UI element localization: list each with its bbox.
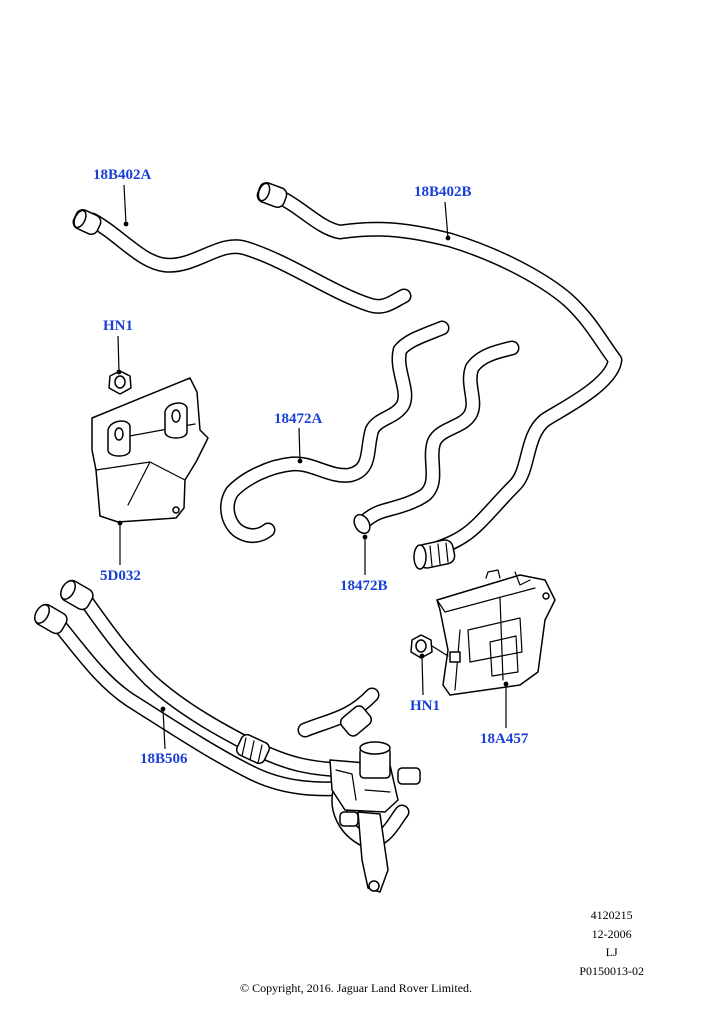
callout-HN1-bottom[interactable]: HN1	[410, 698, 440, 714]
hose-18472B[interactable]	[351, 340, 520, 536]
hose-18B402A[interactable]	[71, 207, 412, 314]
heat-shield-5D032[interactable]	[91, 377, 209, 523]
callout-HN1-top[interactable]: HN1	[103, 318, 133, 334]
callout-18B506[interactable]: 18B506	[140, 751, 188, 767]
hose-18B402B[interactable]	[255, 181, 623, 570]
reference-initials: LJ	[605, 945, 618, 959]
callout-18A457[interactable]: 18A457	[480, 731, 529, 747]
callout-18B402B[interactable]: 18B402B	[414, 184, 472, 200]
leader-lines	[116, 184, 509, 750]
bracket-18A457[interactable]	[436, 569, 556, 696]
nut-HN1-bottom[interactable]	[410, 634, 449, 659]
callout-18472B[interactable]: 18472B	[340, 578, 388, 594]
plate-id: P0150013-02	[579, 963, 644, 978]
reference-date: 12-2006	[591, 926, 632, 941]
hose-assembly-18B506[interactable]	[32, 578, 421, 893]
reference-number: 4120215	[590, 908, 633, 922]
nut-HN1-top[interactable]	[108, 370, 132, 395]
copyright-notice: © Copyright, 2016. Jaguar Land Rover Lim…	[239, 981, 473, 995]
callout-18B402A[interactable]: 18B402A	[93, 167, 152, 183]
hose-18472A[interactable]	[220, 320, 450, 544]
callout-5D032[interactable]: 5D032	[100, 568, 141, 584]
reference-block: 4120215 12-2006 LJ P0150013-02	[579, 906, 644, 980]
callout-18472A[interactable]: 18472A	[274, 411, 323, 427]
